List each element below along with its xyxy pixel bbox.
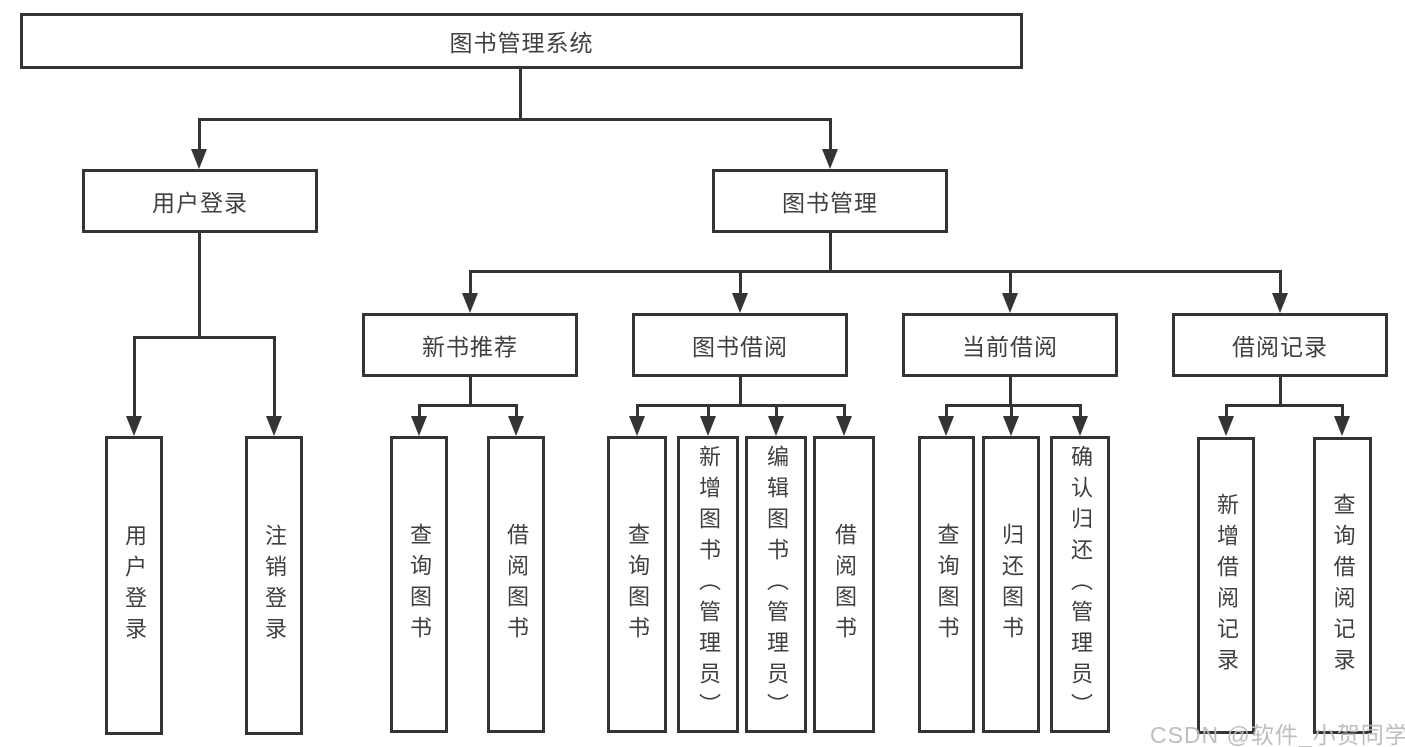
leaf-query-books-current-label: 查询图书 [934,522,960,647]
arrowhead-down-icon [411,416,427,436]
node-borrow-records: 借阅记录 [1172,313,1388,377]
connector-leaf-drop [636,404,639,417]
connector-stem [739,377,742,407]
arrowhead-down-icon [1218,416,1234,436]
leaf-query-borrow-record-label: 查询借阅记录 [1330,492,1356,679]
arrowhead-down-icon [191,149,207,169]
node-user-login-label: 用户登录 [152,190,248,216]
node-book-management: 图书管理 [712,169,948,233]
connector-leaf-drop [707,404,710,417]
connector-leaf-drop [1225,404,1228,417]
leaf-borrow-books-recommend: 借阅图书 [487,436,545,733]
node-root-label: 图书管理系统 [449,30,594,56]
leaf-edit-books-admin-label: 编辑图书（管理员） [764,445,789,724]
arrowhead-down-icon [266,416,282,436]
connector-rail [636,404,845,407]
leaf-logout: 注销登录 [245,436,303,735]
connector-book-mgmt-stem [829,233,832,273]
node-borrow-records-label: 借阅记录 [1232,334,1328,360]
node-current-borrow-label: 当前借阅 [962,334,1058,360]
arrowhead-down-icon [508,416,524,436]
node-root-system: 图书管理系统 [20,13,1023,69]
node-new-book-recommend: 新书推荐 [362,313,578,377]
connector-rail [945,404,1081,407]
arrowhead-down-icon [768,416,784,436]
leaf-add-books-admin-label: 新增图书（管理员） [696,445,721,724]
connector-stem [1279,377,1282,407]
connector-level3-drop [469,270,472,294]
leaf-user-login: 用户登录 [105,436,163,735]
connector-book-mgmt-rail [469,270,1282,273]
connector-leaf-drop [273,336,276,417]
arrowhead-down-icon [1002,293,1018,313]
connector-user-login-rail [133,336,276,339]
connector-leaf-drop [843,404,846,417]
connector-rail [418,404,518,407]
leaf-user-login-label: 用户登录 [122,523,147,648]
arrowhead-down-icon [629,416,645,436]
leaf-borrow-books-label: 借阅图书 [832,522,857,647]
leaf-return-books: 归还图书 [982,436,1040,733]
connector-leaf-drop [515,404,518,417]
leaf-query-books-recommend: 查询图书 [390,436,448,733]
leaf-edit-books-admin: 编辑图书（管理员） [745,436,807,733]
connector-leaf-drop [775,404,778,417]
leaf-query-books-borrow-label: 查询图书 [625,522,650,647]
connector-stem [1009,377,1012,407]
node-current-borrow: 当前借阅 [902,313,1118,377]
leaf-logout-label: 注销登录 [262,523,287,648]
leaf-return-books-label: 归还图书 [999,522,1024,647]
arrowhead-down-icon [822,149,838,169]
connector-level3-drop [739,270,742,294]
connector-root-rail [198,118,832,121]
connector-leaf-drop [1010,404,1013,417]
connector-level3-drop [1009,270,1012,294]
connector-user-login-stem [198,233,201,339]
leaf-borrow-books: 借阅图书 [813,436,875,733]
connector-level3-drop [1279,270,1282,294]
leaf-query-borrow-record: 查询借阅记录 [1313,437,1372,734]
leaf-confirm-return-admin: 确认归还（管理员） [1050,436,1110,733]
leaf-add-borrow-record: 新增借阅记录 [1197,437,1255,734]
connector-leaf-drop [945,404,948,417]
node-new-book-recommend-label: 新书推荐 [422,334,518,360]
arrowhead-down-icon [462,293,478,313]
connector-root-stem [519,69,522,120]
connector-leaf-drop [1079,404,1082,417]
leaf-add-books-admin: 新增图书（管理员） [677,436,739,733]
leaf-borrow-books-recommend-label: 借阅图书 [504,522,529,647]
arrowhead-down-icon [700,416,716,436]
connector-book-mgmt-drop [829,118,832,150]
connector-rail [1225,404,1343,407]
arrowhead-down-icon [126,416,142,436]
arrowhead-down-icon [1272,293,1288,313]
connector-leaf-drop [1341,404,1344,417]
node-book-borrow-label: 图书借阅 [692,334,788,360]
arrowhead-down-icon [1334,416,1350,436]
node-book-management-label: 图书管理 [782,190,878,216]
arrowhead-down-icon [836,416,852,436]
connector-leaf-drop [133,336,136,417]
leaf-add-borrow-record-label: 新增借阅记录 [1214,492,1239,679]
arrowhead-down-icon [1072,416,1088,436]
leaf-query-books-recommend-label: 查询图书 [407,522,432,647]
arrowhead-down-icon [732,293,748,313]
connector-user-login-drop [198,118,201,150]
leaf-confirm-return-admin-label: 确认归还（管理员） [1068,445,1093,724]
arrowhead-down-icon [938,416,954,436]
leaf-query-books-current: 查询图书 [918,436,975,733]
connector-stem [469,377,472,407]
arrowhead-down-icon [1003,416,1019,436]
connector-leaf-drop [418,404,421,417]
leaf-query-books-borrow: 查询图书 [607,436,667,733]
csdn-watermark: CSDN @软件_小贺同学 [1150,722,1405,747]
node-book-borrow: 图书借阅 [632,313,848,377]
node-user-login: 用户登录 [82,169,318,233]
